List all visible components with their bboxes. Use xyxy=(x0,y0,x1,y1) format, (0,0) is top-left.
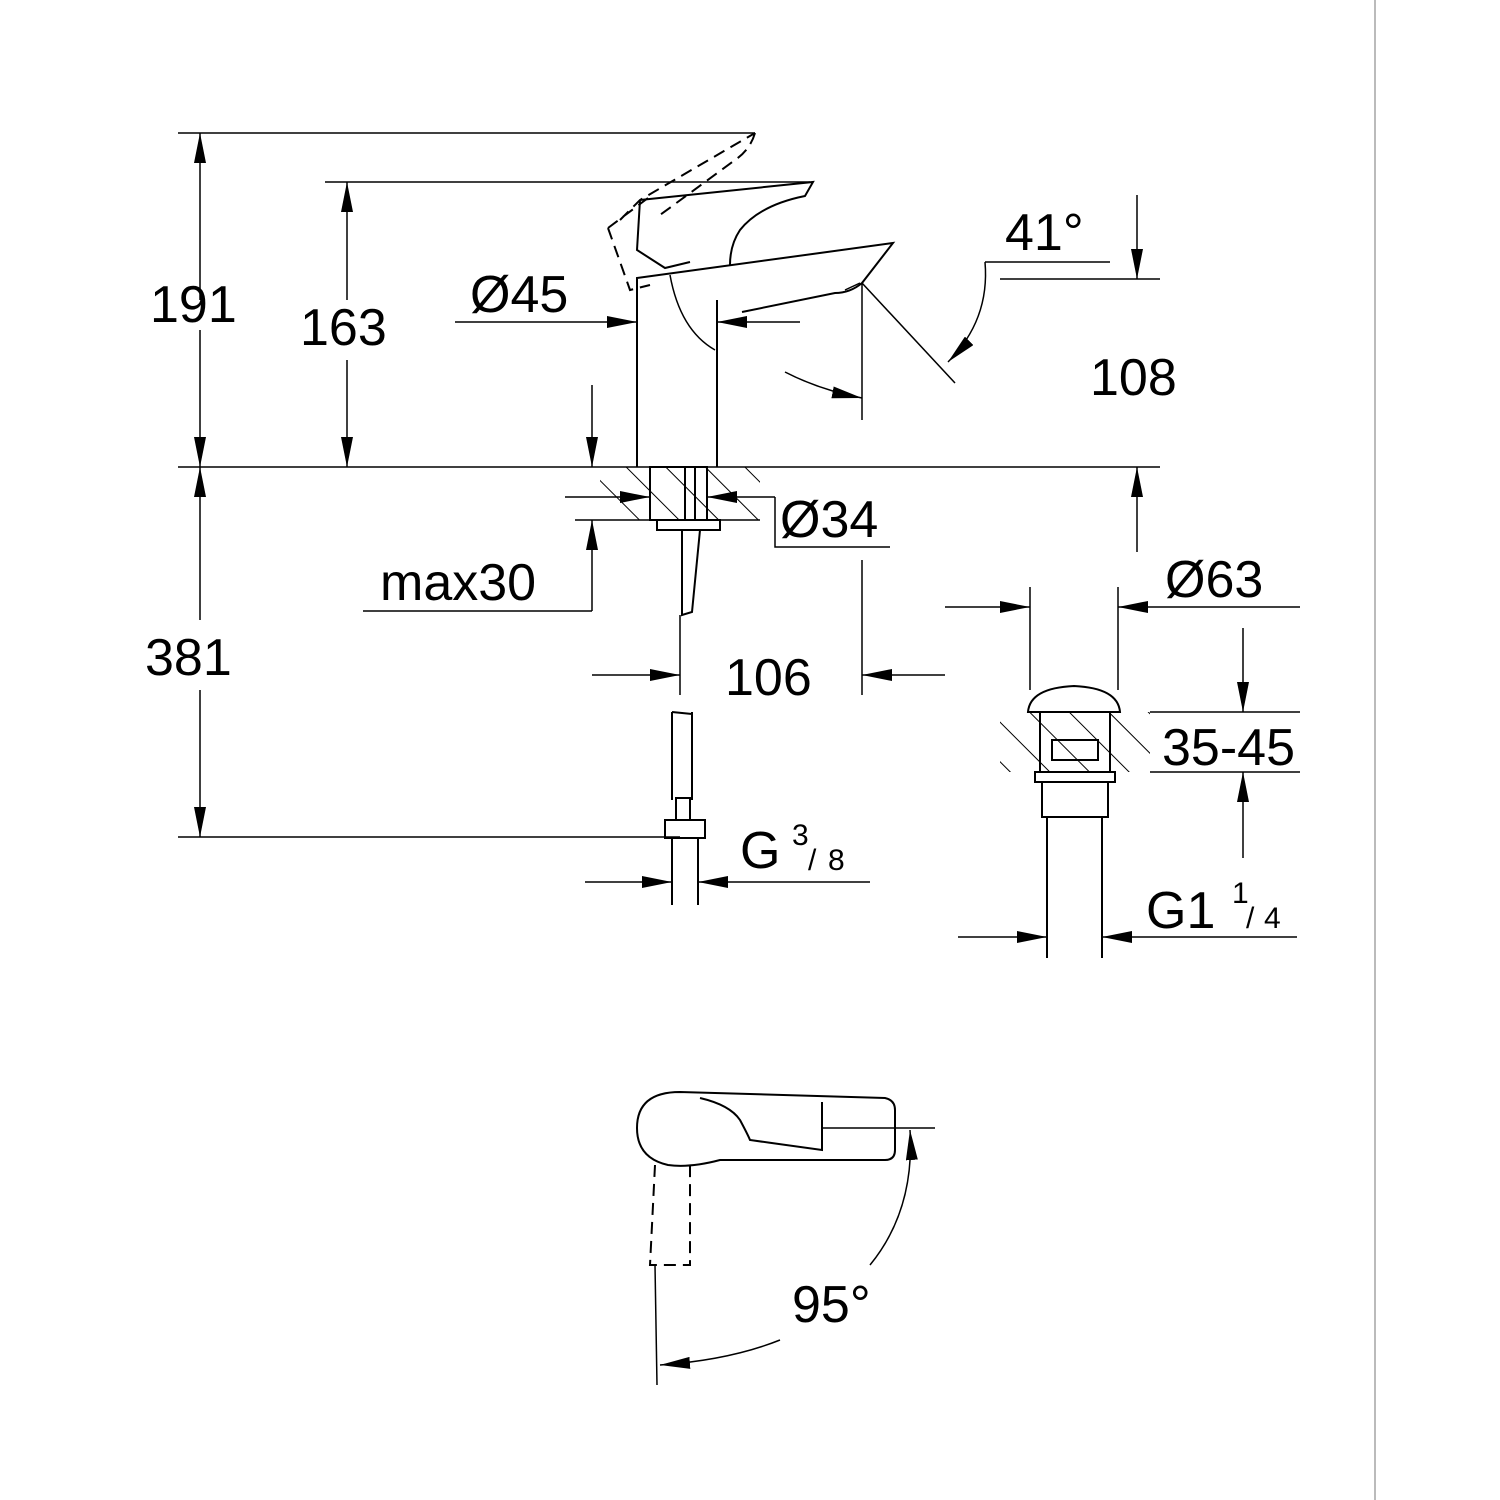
svg-text:95°: 95° xyxy=(792,1276,871,1334)
svg-text:Ø45: Ø45 xyxy=(470,266,568,324)
dimension-max30: max30 xyxy=(363,385,598,612)
svg-text:191: 191 xyxy=(150,276,237,334)
faucet-top-view xyxy=(635,1090,935,1386)
dimension-163: 163 xyxy=(300,182,387,467)
svg-text:381: 381 xyxy=(145,629,232,687)
svg-text:G: G xyxy=(740,822,780,880)
svg-text:8: 8 xyxy=(828,844,845,877)
dimension-191: 191 xyxy=(150,133,237,467)
dimension-95-angle: 95° xyxy=(659,1129,918,1369)
svg-text:41°: 41° xyxy=(1005,204,1084,262)
faucet-side-view xyxy=(607,132,896,467)
dimension-g114: G1 1 / 4 xyxy=(958,877,1297,943)
dimension-d45: Ø45 xyxy=(455,266,800,328)
dimension-381: 381 xyxy=(145,467,232,837)
dimension-106: 106 xyxy=(592,560,945,707)
svg-text:max30: max30 xyxy=(380,554,536,612)
svg-text:3: 3 xyxy=(792,819,809,852)
svg-text:35-45: 35-45 xyxy=(1162,719,1295,777)
dimension-35-45: 35-45 xyxy=(1150,628,1300,858)
svg-text:G1: G1 xyxy=(1146,882,1215,940)
svg-text:4: 4 xyxy=(1264,902,1281,935)
svg-text:Ø34: Ø34 xyxy=(780,491,878,549)
svg-text:1: 1 xyxy=(1232,877,1249,910)
supply-hose xyxy=(664,711,706,905)
countertop-section xyxy=(575,466,760,617)
dimension-108: 108 xyxy=(784,195,1177,552)
dimension-g38: G 3 / 8 xyxy=(585,819,870,888)
dimension-41-angle: 41° xyxy=(861,204,1160,384)
svg-text:Ø63: Ø63 xyxy=(1165,551,1263,609)
svg-text:/: / xyxy=(808,844,817,877)
popup-waste xyxy=(1000,684,1150,958)
svg-text:/: / xyxy=(1246,902,1255,935)
svg-text:163: 163 xyxy=(300,299,387,357)
dimension-d34: Ø34 xyxy=(565,491,890,549)
svg-text:106: 106 xyxy=(725,649,812,707)
dimension-d63: Ø63 xyxy=(945,551,1300,690)
svg-text:108: 108 xyxy=(1090,349,1177,407)
